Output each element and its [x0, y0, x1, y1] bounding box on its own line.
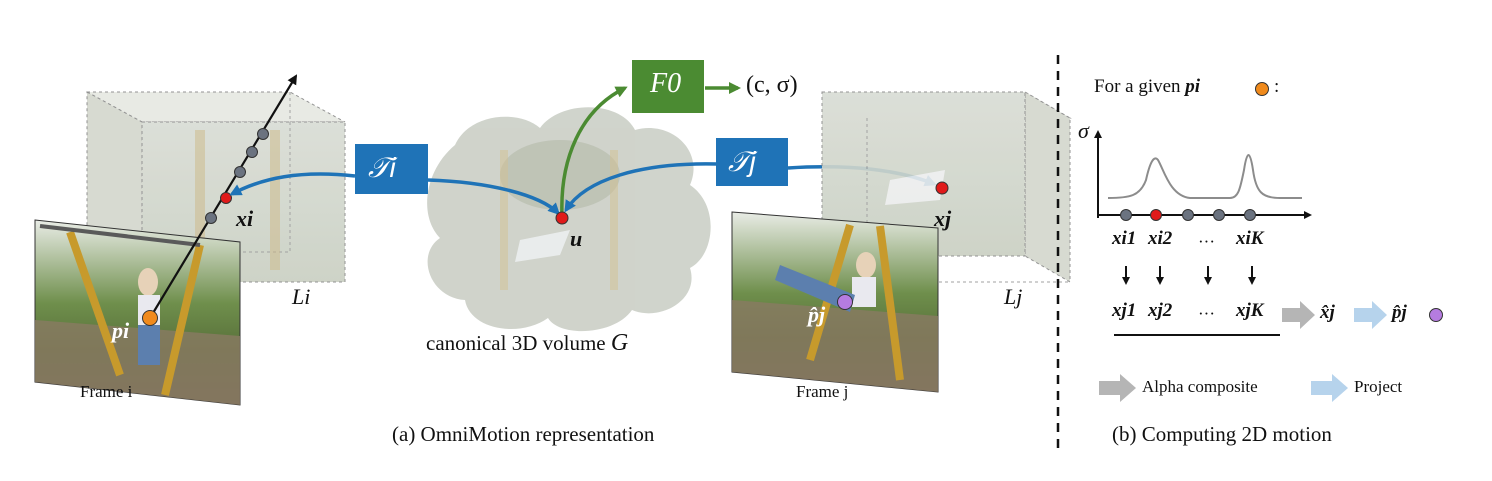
- frame-i-label: Frame i: [80, 382, 133, 401]
- frame-j-label: Frame j: [796, 382, 849, 401]
- sigma-axis-label: σ: [1078, 118, 1089, 143]
- orange-point: [1255, 82, 1269, 96]
- sample-point: [234, 166, 246, 178]
- point-x-j: [935, 181, 949, 195]
- xj-label-1: xj1: [1112, 300, 1137, 321]
- xi-label-dots: ···: [1198, 232, 1215, 251]
- sample-point: [246, 146, 258, 158]
- transform-Ti-box: [355, 144, 428, 194]
- xj-label-2: xj2: [1148, 300, 1173, 321]
- xi-label-2: xi2: [1148, 228, 1173, 249]
- label-p-i: pi: [112, 318, 130, 343]
- xi-label-1: xi1: [1112, 228, 1137, 249]
- p-hat-label: p̂j: [1392, 302, 1407, 323]
- sample-point: [205, 212, 217, 224]
- pixel-p-i: [142, 310, 158, 326]
- given-text: For a given pi: [1094, 76, 1201, 97]
- sample-point: [1182, 209, 1194, 221]
- label-u: u: [570, 226, 583, 251]
- legend-project-arrow: [1311, 374, 1348, 402]
- legend-alpha-arrow: [1099, 374, 1136, 402]
- point-u: [555, 211, 569, 225]
- legend-project-label: Project: [1354, 377, 1403, 396]
- sample-point: [1120, 209, 1132, 221]
- arrow-Ti-to-u: [427, 178, 561, 216]
- xj-label-K: xjK: [1236, 300, 1264, 321]
- caption-a: (a) OmniMotion representation: [392, 422, 655, 446]
- label-Ti: 𝒯i: [368, 152, 396, 183]
- label-Tj: 𝒯j: [728, 146, 756, 177]
- label-x-j: xj: [934, 206, 952, 231]
- arrow-u-to-F0: [560, 86, 628, 216]
- sample-point: [257, 128, 269, 140]
- camera-ray-i: [142, 74, 298, 326]
- label-L-i: Li: [292, 284, 311, 309]
- pixel-p-j-hat: [837, 294, 853, 310]
- label-L-j: Lj: [1004, 284, 1023, 309]
- label-p-j-hat: p̂j: [808, 302, 826, 327]
- caption-b: (b) Computing 2D motion: [1112, 422, 1332, 446]
- given-colon: :: [1274, 76, 1280, 97]
- sample-point: [1213, 209, 1225, 221]
- transform-Tj-box: [716, 138, 788, 186]
- label-F0: F0: [650, 68, 682, 99]
- sample-point-red: [1150, 209, 1162, 221]
- point-x-i: [220, 192, 232, 204]
- mapping-arrows: [1122, 266, 1256, 285]
- xi-label-K: xiK: [1236, 228, 1264, 249]
- canonical-volume-label: canonical 3D volume G: [426, 330, 629, 356]
- frame-i-photo: [34, 219, 241, 406]
- legend-alpha-label: Alpha composite: [1142, 377, 1258, 396]
- mlp-F0-box: [632, 60, 704, 113]
- arrow-Ti-to-xi: [229, 172, 356, 196]
- label-x-i: xi: [236, 206, 254, 231]
- volume-cube-j: [820, 91, 1072, 283]
- project-arrow: [1354, 301, 1387, 329]
- density-plot: [1094, 130, 1312, 221]
- label-c-sigma: (c, σ): [746, 72, 798, 98]
- frame-j-photo: [731, 211, 939, 393]
- x-hat-label: x̂j: [1320, 302, 1335, 323]
- xj-label-dots: ···: [1198, 304, 1215, 323]
- canonical-cloud: [427, 107, 711, 332]
- alpha-composite-arrow: [1282, 301, 1315, 329]
- arrow-Tj-to-u: [564, 162, 719, 213]
- purple-point: [1429, 308, 1443, 322]
- sample-point: [1244, 209, 1256, 221]
